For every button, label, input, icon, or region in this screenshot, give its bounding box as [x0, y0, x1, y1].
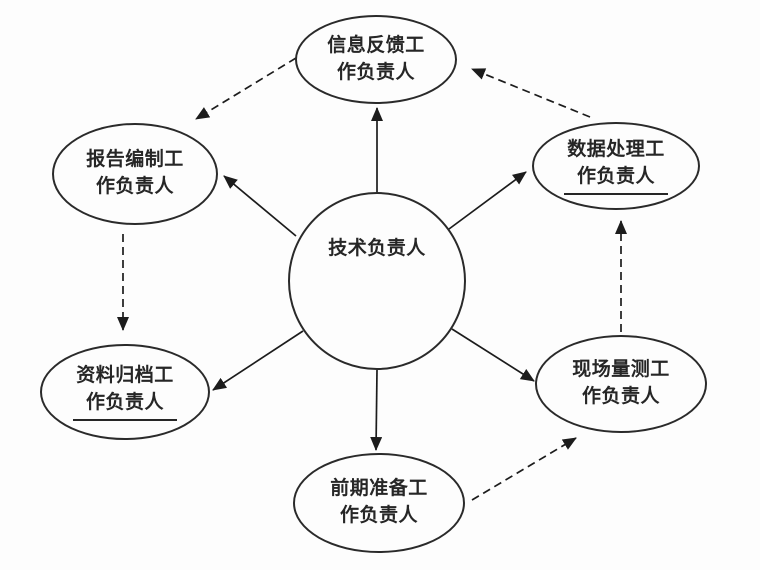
solid-arrow-center-to-data-archiving: [212, 330, 304, 391]
node-report-compilation: 报告编制工 作负责人: [52, 123, 218, 225]
node-technical-lead: 技术负责人: [288, 192, 466, 370]
node-label: 技术负责人: [328, 237, 426, 259]
dashed-arrow-data-processing-to-info-feedback: [471, 68, 591, 118]
node-data-processing: 数据处理工 作负责人: [532, 122, 700, 210]
node-label: 现场量测工 作负责人: [572, 359, 670, 407]
node-label: 数据处理工 作负责人: [567, 138, 665, 187]
solid-arrow-center-to-data-processing: [448, 171, 527, 230]
node-label: 信息反馈工 作负责人: [327, 34, 425, 83]
node-label: 前期准备工 作负责人: [330, 478, 428, 526]
node-preparation: 前期准备工 作负责人: [293, 453, 465, 553]
node-data-archiving: 资料归档工 作负责人: [40, 344, 210, 440]
node-info-feedback: 信息反馈工 作负责人: [295, 15, 457, 104]
node-label: 资料归档工 作负责人: [76, 364, 174, 413]
dashed-arrow-preparation-to-site-measurement: [471, 437, 577, 501]
solid-arrow-center-to-report-compilation: [223, 175, 297, 237]
solid-arrow-center-to-preparation: [370, 369, 383, 451]
node-label: 报告编制工 作负责人: [86, 149, 184, 197]
node-site-measurement: 现场量测工 作负责人: [535, 335, 707, 433]
dashed-arrow-info-feedback-to-report-compilation: [195, 57, 297, 120]
solid-arrow-center-to-site-measurement: [451, 328, 535, 382]
label-underline: [73, 419, 177, 422]
label-underline: [564, 193, 668, 196]
